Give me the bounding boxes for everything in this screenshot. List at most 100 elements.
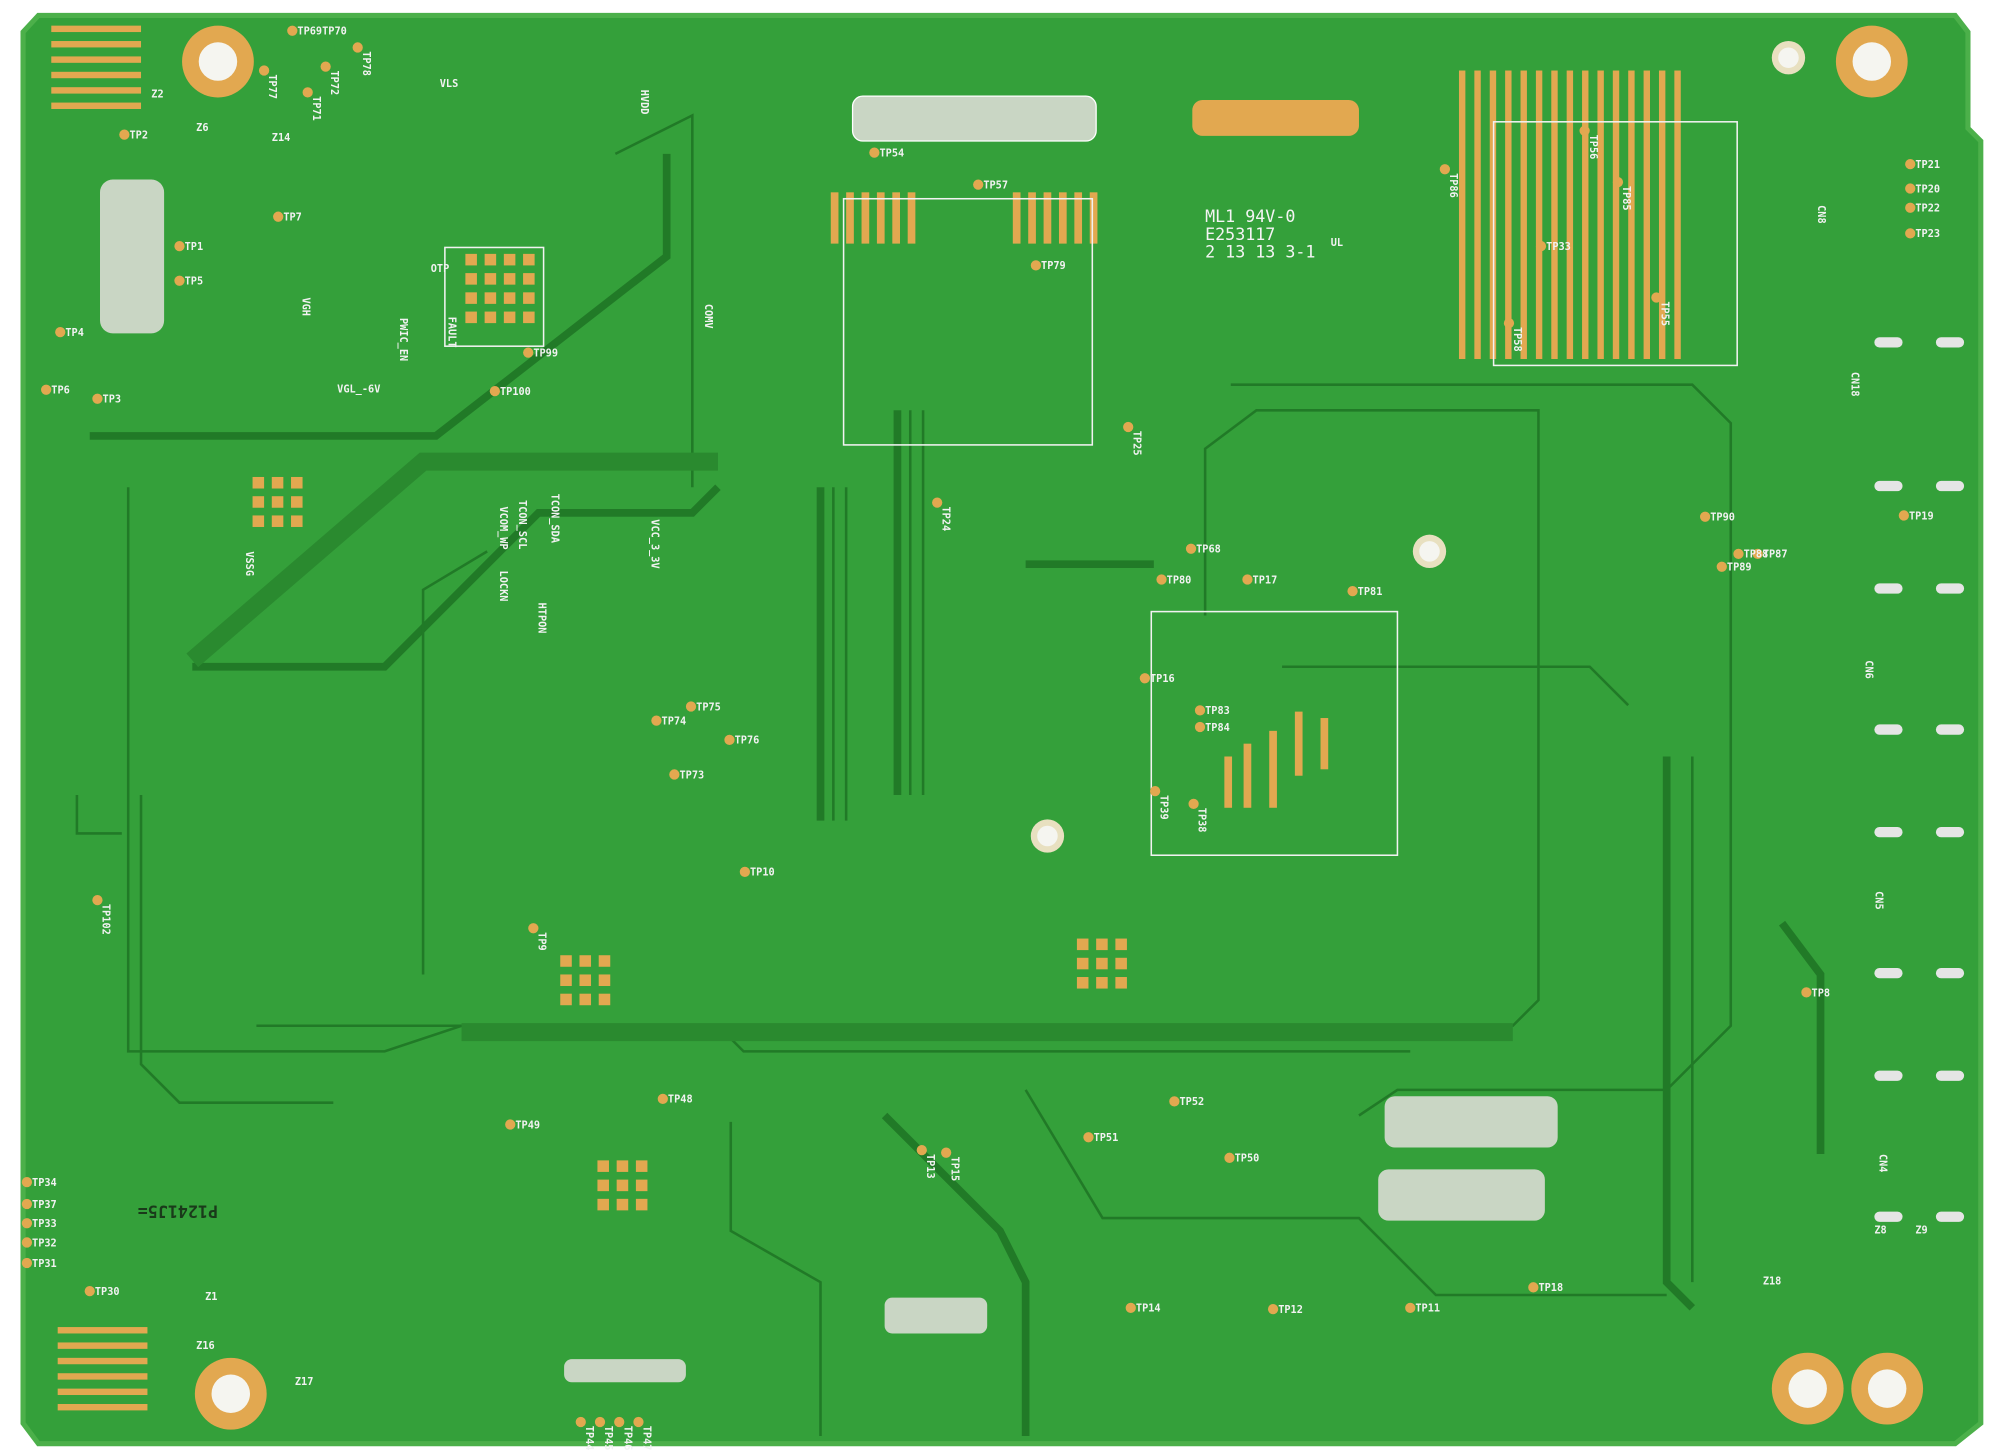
connector-footprint [564, 1359, 686, 1383]
connector-finger [846, 192, 854, 244]
silk-label-cn18: CN18 [1848, 372, 1860, 397]
test-point-dot [575, 1416, 586, 1428]
test-point-dot [523, 347, 534, 358]
silk-label-tp83: TP83 [1205, 705, 1230, 717]
connector-slot [1874, 968, 1903, 979]
test-point-dot [21, 1198, 33, 1210]
silk-label-tp37: TP37 [32, 1199, 57, 1211]
test-point-dot [174, 241, 185, 252]
silk-label-tp7: TP7 [283, 212, 302, 224]
connector-footprint [884, 1297, 988, 1334]
connector-finger [1505, 70, 1512, 360]
silk-label-vls: VLS [440, 78, 459, 90]
trace [421, 550, 488, 975]
test-point-dot [614, 1416, 625, 1428]
connector-finger [1566, 70, 1574, 360]
connector-finger [1658, 70, 1666, 360]
test-point-dot [489, 385, 500, 397]
connector-slot [1874, 480, 1903, 492]
mounting-hole [1852, 42, 1892, 81]
test-point-dot [1905, 183, 1916, 194]
copper-traces [75, 113, 1825, 1437]
test-pad [271, 476, 284, 489]
test-pad [1076, 957, 1089, 970]
silk-label-tp86: TP86 [1447, 173, 1459, 198]
test-pad [503, 253, 516, 266]
silk-label-tp72: TP72 [328, 71, 340, 96]
silk-label-tp25: TP25 [1130, 431, 1142, 456]
silk-label-tp15: TP15 [948, 1157, 960, 1182]
test-pad [579, 993, 592, 1006]
silk-label-tp74: TP74 [662, 715, 687, 727]
silk-label-tp77: TP77 [266, 74, 278, 99]
test-point-dot [273, 211, 284, 222]
trace [126, 409, 1540, 1053]
silk-label-tp38: TP38 [1196, 808, 1208, 833]
silk-label-tp13: TP13 [924, 1154, 936, 1179]
silk-label-tp68: TP68 [1196, 544, 1221, 556]
marking-line-3: 2 13 13 3-1 [1205, 243, 1315, 262]
silk-label-tp8: TP8 [1812, 987, 1831, 999]
silk-label-tp2: TP2 [129, 129, 148, 141]
test-pad [635, 1198, 648, 1211]
test-pad [579, 955, 592, 967]
silk-label-tp12: TP12 [1278, 1304, 1303, 1316]
silk-label-tcon-scl: TCON_SCL [516, 500, 528, 549]
test-pad [271, 515, 284, 527]
test-point-dot [119, 129, 130, 140]
test-pad [616, 1198, 629, 1211]
test-point-dot [651, 715, 662, 726]
test-pad [484, 292, 497, 304]
connector-finger [1674, 70, 1681, 360]
test-pad [503, 292, 516, 304]
silk-label-tp76: TP76 [735, 735, 760, 747]
connector-finger [1582, 70, 1589, 360]
silk-label-otp: OTP [431, 263, 450, 275]
mounting-hole [211, 1374, 250, 1413]
silk-label-tp46: TP46 [621, 1426, 633, 1451]
test-point-dot [1405, 1302, 1416, 1313]
connector-finger [876, 192, 885, 244]
test-point-dot [1030, 260, 1042, 271]
silk-label-z18: Z18 [1763, 1276, 1782, 1288]
test-pad [1076, 977, 1089, 989]
board-marking: ML1 94V-0 E253117 2 13 13 3-1 UL [1205, 207, 1343, 262]
silk-label-z1: Z1 [205, 1291, 217, 1303]
silk-label-tp71: TP71 [310, 96, 322, 121]
test-point-dot [869, 147, 880, 158]
test-pad [598, 955, 611, 967]
silk-label-tp20: TP20 [1915, 183, 1940, 195]
connector-finger [892, 192, 900, 244]
test-pad [1096, 977, 1108, 989]
mounting-hole [1867, 1369, 1907, 1408]
test-point-dot [1267, 1303, 1279, 1315]
silk-label-tp21: TP21 [1915, 159, 1940, 171]
connector-finger [1628, 70, 1635, 360]
silk-label-tp6: TP6 [51, 385, 70, 397]
marking-line-2: E253117 [1205, 225, 1275, 244]
silk-label-tp11: TP11 [1415, 1303, 1440, 1315]
test-point-dot [1156, 574, 1167, 585]
test-point-dot [1801, 987, 1812, 998]
test-point-dot [1535, 241, 1547, 252]
test-pad [597, 1160, 609, 1172]
edge-finger-pad [51, 87, 142, 94]
test-point-dot [1733, 548, 1744, 560]
silk-label-tp88: TP88 [1744, 549, 1769, 561]
test-point-dot [21, 1177, 33, 1188]
test-point-dot [1185, 543, 1197, 554]
test-pad [484, 253, 497, 266]
trace [614, 113, 694, 488]
trace [1662, 756, 1696, 1311]
silk-label-cn4: CN4 [1876, 1154, 1888, 1173]
test-point-dot [633, 1416, 644, 1428]
silk-label-tp33: TP33 [32, 1218, 57, 1230]
silk-label-vcc-3-3v: VCC_3_3V [648, 519, 660, 568]
test-pad [484, 273, 497, 285]
test-point-dot [258, 65, 270, 76]
silk-label-tp75: TP75 [696, 701, 721, 713]
silk-label-tp84: TP84 [1205, 722, 1230, 734]
test-pad [252, 515, 265, 527]
test-point-dot [1439, 164, 1450, 175]
